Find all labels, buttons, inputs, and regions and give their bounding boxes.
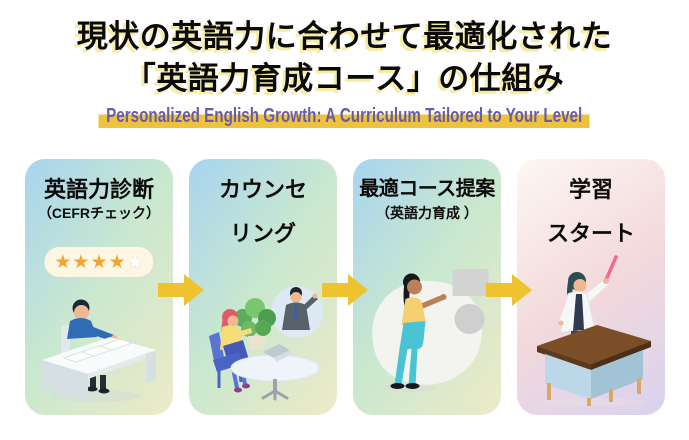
person-at-desk-illustration: [42, 299, 156, 403]
step-title: 最適コース提案: [359, 178, 495, 200]
star-filled-icon: ★: [54, 251, 72, 273]
star-filled-icon: ★: [108, 251, 126, 273]
study-start-illustration: [537, 255, 651, 406]
main-title-line2: 「英語力育成コース」の仕組み: [124, 61, 565, 96]
step-card-study-start: 学習 スタート: [517, 159, 665, 415]
subtitle-row: Personalized English Growth: A Curriculu…: [0, 105, 689, 129]
step-title: 学習: [568, 177, 613, 202]
course-proposal-illustration: [372, 269, 489, 392]
step-title: カウンセ: [218, 177, 307, 202]
rating-pill: ★★★★★: [44, 247, 154, 277]
step-card-assessment: 英語力診断 （CEFRチェック） ★★★★★: [25, 159, 173, 415]
star-filled-icon: ★: [72, 251, 90, 273]
counseling-illustration: [209, 286, 323, 401]
step-title: 英語力診断: [43, 177, 154, 202]
step-title-line2: スタート: [546, 221, 635, 246]
arrow-right-icon: [322, 274, 368, 306]
star-filled-icon: ★: [90, 251, 108, 273]
step-title-line2: リング: [229, 221, 296, 246]
step-card-counseling: カウンセ リング: [189, 159, 337, 415]
arrow-right-icon: [486, 274, 532, 306]
step-note: （英語力育成 ）: [376, 205, 478, 221]
subtitle-highlight-banner: Personalized English Growth: A Curriculu…: [98, 105, 591, 129]
main-title-line1: 現状の英語力に合わせて最適化された: [76, 19, 613, 54]
step-card-proposal: 最適コース提案 （英語力育成 ）: [353, 159, 501, 415]
steps-row: 英語力診断 （CEFRチェック） ★★★★★: [25, 159, 665, 415]
header: 現状の英語力に合わせて最適化された 「英語力育成コース」の仕組み Persona…: [0, 0, 689, 129]
star-empty-icon: ★: [126, 251, 144, 273]
step-note: （CEFRチェック）: [37, 205, 161, 221]
arrow-right-icon: [158, 274, 204, 306]
